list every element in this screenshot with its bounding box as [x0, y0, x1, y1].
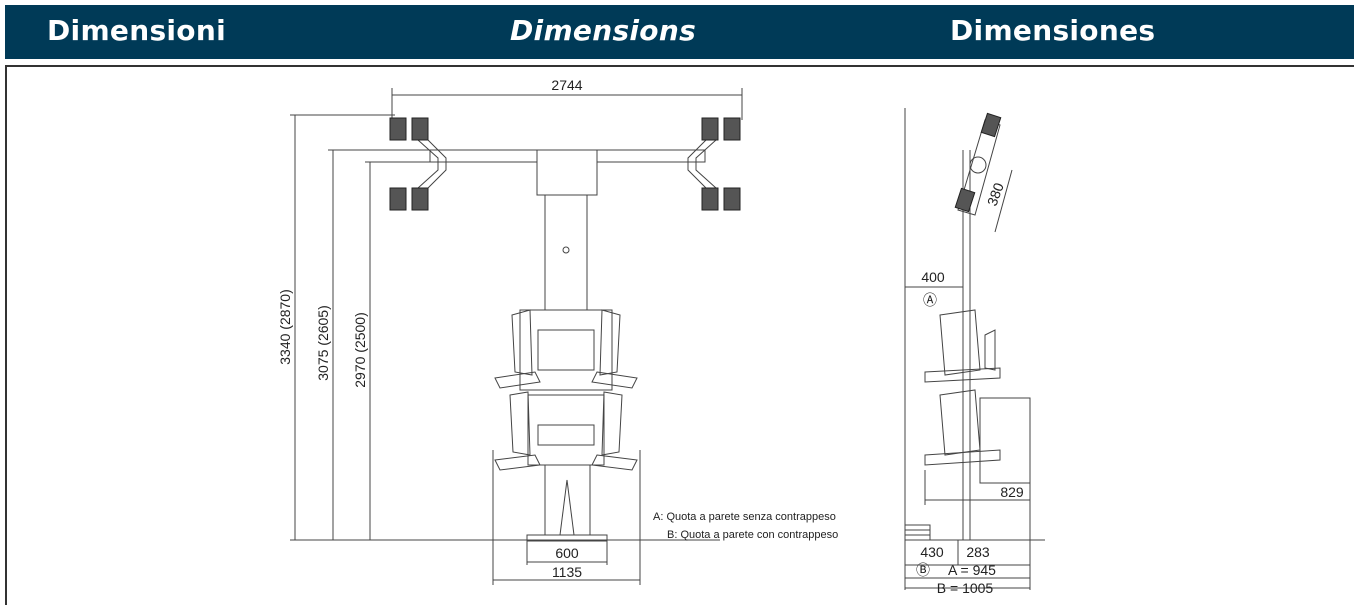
upper-body [519, 309, 613, 391]
clamp-upper-right [591, 371, 638, 389]
target-upper-right [599, 309, 621, 376]
drawing-frame [5, 65, 1354, 605]
side-target-lower [939, 389, 981, 456]
target-lower-left [509, 391, 531, 456]
side-camera-bottom [954, 187, 976, 213]
side-clamp-upper [924, 367, 1001, 383]
target-upper-left [511, 309, 533, 376]
label-height-inner: 2970 (2500) [352, 312, 368, 388]
label-height-middle: 3075 (2605) [315, 305, 331, 381]
marker-a: Ⓐ [923, 292, 937, 308]
label-a-value: A = 945 [948, 562, 996, 578]
label-total-width: 1135 [552, 564, 582, 580]
label-wall-distance: 400 [921, 269, 945, 285]
label-base-width: 600 [555, 545, 579, 561]
target-lower-right [601, 391, 623, 456]
label-head-dim: 380 [984, 180, 1007, 208]
pedestal [544, 465, 591, 536]
note-a: A: Quota a parete senza contrappeso [653, 511, 836, 523]
right-arm [695, 139, 717, 189]
lower-body [527, 394, 605, 466]
header-bar: Dimensioni Dimensions Dimensiones [5, 5, 1354, 59]
side-target-upper [939, 309, 981, 376]
side-cabinet [979, 397, 1031, 484]
camera-head-tr1 [701, 117, 719, 141]
title-spanish: Dimensiones [950, 14, 1156, 47]
clamp-lower-left [494, 454, 541, 471]
side-camera-top [980, 112, 1002, 138]
marker-b: Ⓑ [916, 562, 930, 578]
base-plate [526, 534, 608, 542]
label-bottom-right: 283 [966, 544, 990, 560]
label-b-value: B = 1005 [937, 580, 994, 596]
counterweight [904, 524, 931, 541]
label-width-top: 2744 [551, 77, 582, 93]
label-height-outer: 3340 (2870) [277, 289, 293, 365]
camera-head-bl1 [389, 187, 407, 211]
left-arm [417, 139, 439, 189]
label-depth: 829 [1000, 484, 1024, 500]
note-b: B: Quota a parete con contrappeso [667, 529, 838, 541]
side-clamp-lower [924, 449, 1001, 466]
clamp-upper-left [494, 371, 541, 389]
camera-head-br1 [701, 187, 719, 211]
label-bottom-left: 430 [920, 544, 944, 560]
title-italian: Dimensioni [47, 14, 226, 47]
clamp-lower-right [591, 454, 638, 471]
camera-head-tl1 [389, 117, 407, 141]
title-english: Dimensions [510, 14, 697, 47]
